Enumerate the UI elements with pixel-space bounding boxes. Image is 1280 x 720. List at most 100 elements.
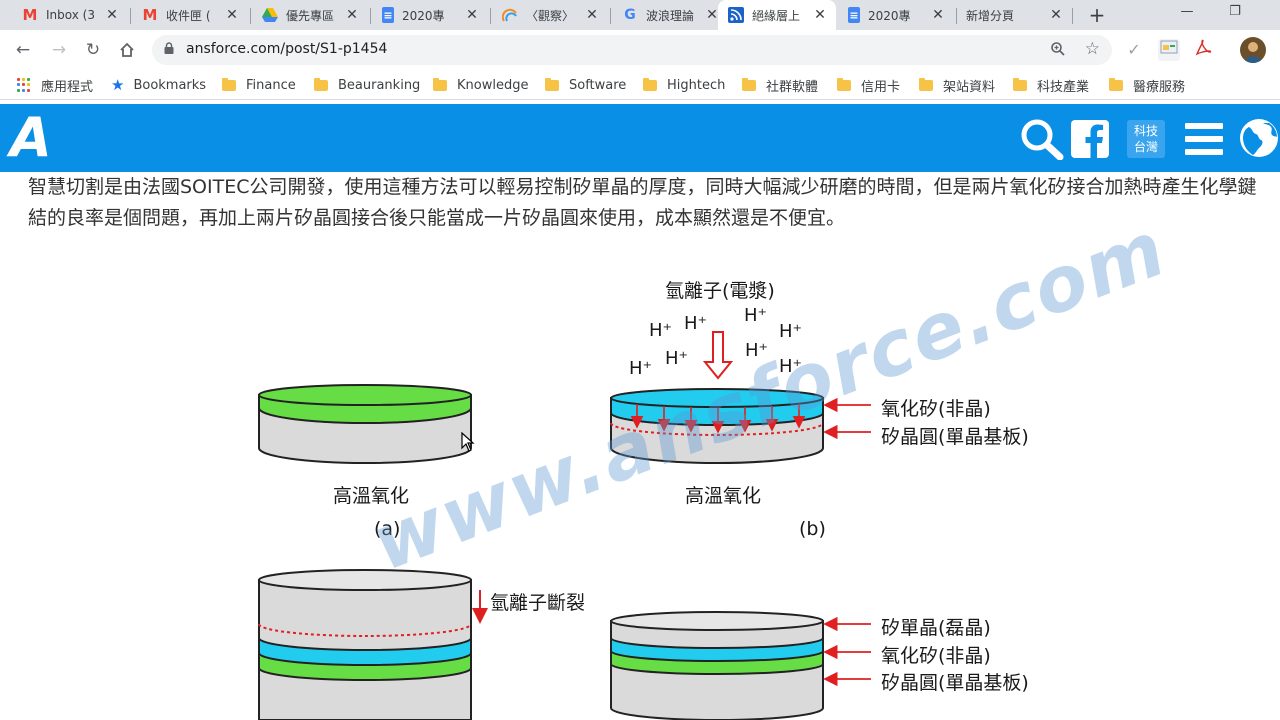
wafer-process-diagram <box>258 331 871 720</box>
language-switch-button[interactable]: 科技 台灣 <box>1127 120 1165 158</box>
bookmark-finance[interactable]: Finance <box>222 76 296 94</box>
tab-mailbox[interactable]: M 收件匣 ( ✕ <box>132 0 248 30</box>
avatar[interactable] <box>1240 37 1266 63</box>
folder-icon <box>545 77 559 91</box>
wafer-label-b: 矽晶圓(單晶基板) <box>881 426 1029 448</box>
close-icon[interactable]: ✕ <box>226 7 238 23</box>
hydrogen-ion-label: H⁺ <box>684 313 708 334</box>
tab-observe[interactable]: 〈觀察〉 ✕ <box>492 0 608 30</box>
reload-icon: ↻ <box>85 40 101 60</box>
hydrogen-ion-label: H⁺ <box>665 348 689 369</box>
bookmark-apps[interactable]: 應用程式 <box>17 76 94 95</box>
bookmark-tech-industry[interactable]: 科技產業 <box>1013 76 1090 95</box>
reload-button[interactable]: ↻ <box>81 38 105 62</box>
tab-insulator[interactable]: 絕緣層上 ✕ <box>718 0 836 30</box>
bookmark-label: 科技產業 <box>1037 79 1090 95</box>
si-layer-label: 矽單晶(磊晶) <box>881 617 991 639</box>
google-icon: G <box>624 7 636 23</box>
tab-title: 絕緣層上 <box>752 8 801 23</box>
article-paragraph: 智慧切割是由法國SOITEC公司開發，使用這種方法可以輕易控制矽單晶的厚度，同時… <box>28 176 1257 229</box>
restore-button[interactable]: ❐ <box>1229 4 1241 19</box>
home-icon <box>120 42 134 57</box>
lock-icon <box>164 42 174 54</box>
oxide-label-d: 氧化矽(非晶) <box>881 645 991 667</box>
tab-new[interactable]: 新增分頁 ✕ <box>956 0 1072 30</box>
tab-title: 2020專 <box>868 8 911 23</box>
bookmark-site-data[interactable]: 架站資料 <box>919 76 995 95</box>
panel-a-id: (a) <box>374 518 401 540</box>
tab-title: 新增分頁 <box>966 8 1015 23</box>
close-icon[interactable]: ✕ <box>466 7 478 23</box>
checkmark-extension-icon[interactable]: ✓ <box>1127 40 1141 59</box>
tab-divider <box>370 8 371 24</box>
tab-wave-theory[interactable]: G 波浪理論 ✕ <box>612 0 728 30</box>
bookmark-social[interactable]: 社群軟體 <box>742 76 818 95</box>
search-icon[interactable] <box>1020 118 1064 164</box>
tab-priority[interactable]: 優先專區 ✕ <box>252 0 368 30</box>
folder-icon <box>433 77 447 91</box>
site-logo[interactable]: A <box>10 106 52 169</box>
bookmark-label: 醫療服務 <box>1133 79 1186 95</box>
tab-title: 波浪理論 <box>646 8 695 23</box>
extension-icon[interactable] <box>1158 39 1180 61</box>
address-bar[interactable]: ansforce.com/post/S1-p1454 ☆ <box>152 35 1112 65</box>
apps-grid-icon <box>17 78 31 92</box>
hydrogen-ion-label: H⁺ <box>779 321 803 342</box>
panel-b-wafer <box>610 331 871 464</box>
google-docs-icon: ≡ <box>848 7 860 23</box>
bookmark-hightech[interactable]: Hightech <box>643 76 725 94</box>
language-label-line1: 科技 <box>1133 124 1158 138</box>
bookmark-software[interactable]: Software <box>545 76 626 94</box>
rainbow-icon <box>502 7 518 23</box>
close-icon[interactable]: ✕ <box>1050 7 1062 23</box>
plasma-label: 氫離子(電漿) <box>665 280 775 302</box>
close-icon[interactable]: ✕ <box>586 7 598 23</box>
folder-icon <box>643 77 657 91</box>
facebook-icon[interactable] <box>1071 120 1109 162</box>
zoom-icon[interactable] <box>1050 41 1066 61</box>
tab-divider <box>490 8 491 24</box>
tab-strip: M Inbox (3 ✕ M 收件匣 ( ✕ 優先專區 ✕ ≡ 2020專 ✕ … <box>0 0 1280 30</box>
star-icon: ★ <box>111 76 125 94</box>
rss-feed-icon <box>728 7 744 23</box>
arrow-right-icon: → <box>51 40 67 60</box>
minimize-button[interactable]: — <box>1180 4 1194 19</box>
bookmark-label: 信用卡 <box>861 79 901 95</box>
close-icon[interactable]: ✕ <box>346 7 358 23</box>
new-tab-button[interactable]: + <box>1088 3 1106 27</box>
wafer-label-d: 矽晶圓(單晶基板) <box>881 672 1029 694</box>
hamburger-menu-icon[interactable] <box>1185 123 1223 159</box>
tab-divider <box>130 8 131 24</box>
hydrogen-ion-label: H⁺ <box>629 358 653 379</box>
back-button[interactable]: ← <box>11 38 35 62</box>
tab-title: 〈觀察〉 <box>526 8 575 23</box>
globe-icon[interactable] <box>1239 118 1279 162</box>
tab-doc-2020-b[interactable]: ≡ 2020專 ✕ <box>838 0 954 30</box>
bookmark-label: 應用程式 <box>41 79 94 95</box>
close-icon[interactable]: ✕ <box>706 7 718 23</box>
close-icon[interactable]: ✕ <box>932 7 944 23</box>
language-label-line2: 台灣 <box>1133 140 1158 154</box>
forward-button[interactable]: → <box>47 38 71 62</box>
bookmarks-bar: 應用程式 ★ Bookmarks Finance Beauranking Kno… <box>0 70 1280 100</box>
bookmark-medical[interactable]: 醫療服務 <box>1109 76 1186 95</box>
bookmark-bookmarks[interactable]: ★ Bookmarks <box>111 76 206 94</box>
panel-c-wafer-stack <box>258 569 488 720</box>
folder-icon <box>222 77 236 91</box>
tab-inbox[interactable]: M Inbox (3 ✕ <box>12 0 128 30</box>
close-icon[interactable]: ✕ <box>106 7 118 23</box>
bookmark-star-icon[interactable]: ☆ <box>1084 39 1100 59</box>
tab-title: 優先專區 <box>286 8 335 23</box>
home-button[interactable] <box>115 38 139 62</box>
bookmark-knowledge[interactable]: Knowledge <box>433 76 528 94</box>
panel-a-caption: 高溫氧化 <box>333 485 410 507</box>
split-label: 氫離子斷裂 <box>490 592 586 614</box>
url-text: ansforce.com/post/S1-p1454 <box>186 41 388 57</box>
tab-doc-2020[interactable]: ≡ 2020專 ✕ <box>372 0 488 30</box>
folder-icon <box>837 77 851 91</box>
bookmark-beauranking[interactable]: Beauranking <box>314 76 420 94</box>
close-icon[interactable]: ✕ <box>814 7 826 23</box>
bookmark-credit-card[interactable]: 信用卡 <box>837 76 901 95</box>
pdf-extension-icon[interactable] <box>1192 39 1214 61</box>
arrow-left-icon: ← <box>15 40 31 60</box>
